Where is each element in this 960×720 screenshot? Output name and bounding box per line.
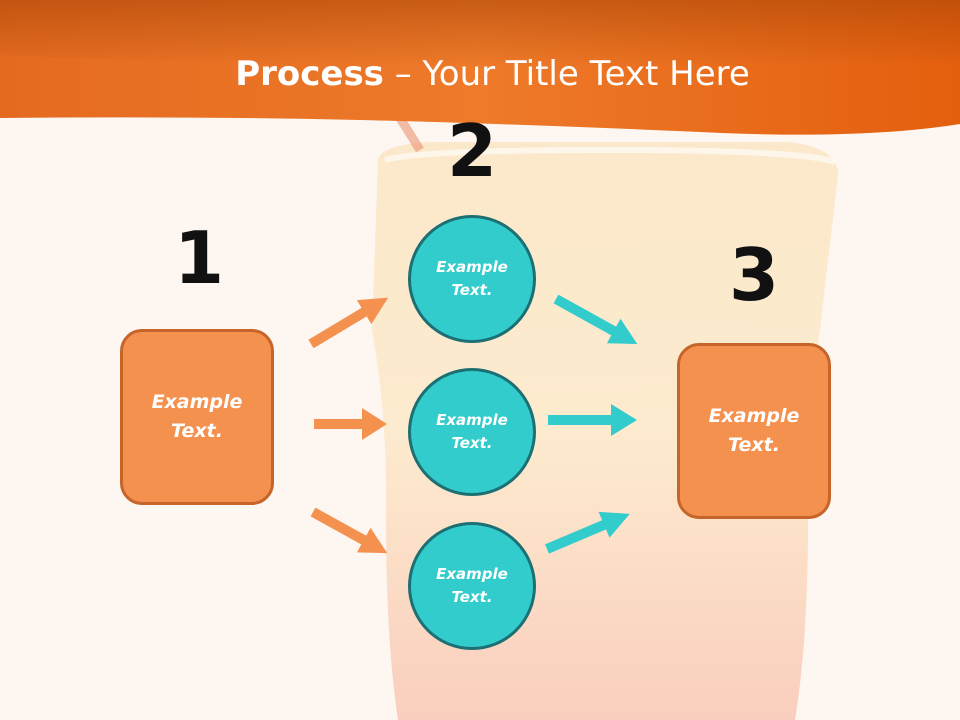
title-rest-part: – Your Title Text Here [383,54,750,94]
right-box-line2: Text. [728,434,780,456]
orange-arrow-up [308,297,389,349]
teal-arrow-up [545,511,630,554]
left-box-line1: Example [151,391,243,413]
title-bold-part: Process [235,54,384,94]
circle-bottom-line2: Text. [451,588,493,606]
left-box-line2: Text. [171,420,223,442]
slide-title: Process – Your Title Text Here [0,52,960,96]
circle-top-line1: Example [436,258,508,276]
step-number-2: 2 [446,109,498,193]
circle-middle-line2: Text. [451,434,493,452]
orange-arrow-down [310,507,388,554]
teal-arrow-right [548,404,637,436]
circle-top-line2: Text. [451,281,493,299]
right-box-line1: Example [708,405,800,427]
circle-bottom-line1: Example [436,565,508,583]
teal-arrow-down [553,294,638,345]
step-number-1: 1 [173,216,225,300]
circle-middle-line1: Example [436,411,508,429]
step-number-3: 3 [728,233,780,317]
orange-arrow-right [314,408,387,440]
